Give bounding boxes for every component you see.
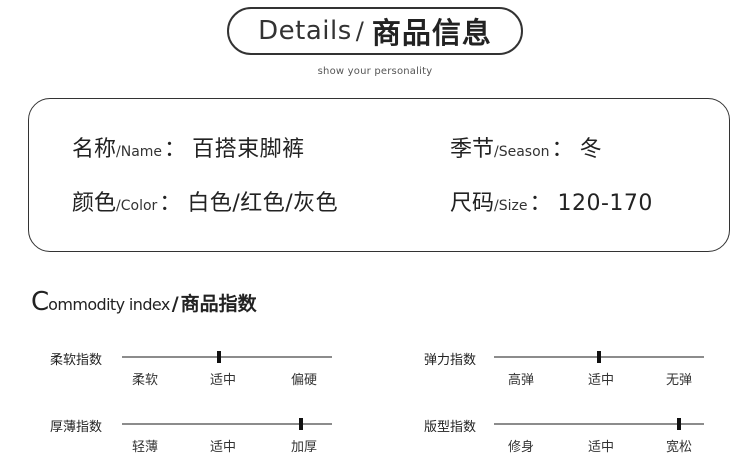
info-name-colon: ： bbox=[164, 137, 187, 162]
section-title-rest: ommodity index bbox=[48, 295, 170, 314]
index-tick: 无弹 bbox=[665, 373, 693, 388]
info-color: 颜色 /Color ： 白色/红色/灰色 bbox=[72, 185, 338, 217]
index-marker-elasticity bbox=[597, 351, 601, 363]
index-track-fit bbox=[494, 423, 704, 425]
title-separator: / bbox=[355, 17, 364, 45]
index-label-softness: 柔软指数 bbox=[50, 353, 103, 368]
index-tick: 柔软 bbox=[131, 373, 159, 388]
section-title-separator: / bbox=[171, 293, 179, 315]
index-tick: 适中 bbox=[209, 440, 237, 455]
info-season-key-en: /Season bbox=[494, 144, 550, 160]
commodity-index-title: Commodity index / 商品指数 bbox=[31, 287, 257, 317]
section-title-english: Commodity index bbox=[31, 287, 170, 317]
index-marker-softness bbox=[216, 351, 221, 363]
info-size-value: 120-170 bbox=[557, 191, 653, 216]
index-label-fit: 版型指数 bbox=[424, 420, 477, 435]
info-season-colon: ： bbox=[551, 137, 574, 162]
info-size-key-en: /Size bbox=[494, 198, 528, 214]
info-size-colon: ： bbox=[529, 191, 552, 216]
info-color-colon: ： bbox=[159, 191, 182, 216]
tagline: show your personality bbox=[317, 66, 433, 77]
title-english: Details bbox=[258, 16, 352, 46]
info-name-value: 百搭束脚裤 bbox=[192, 137, 305, 162]
page-title: Details / 商品信息 bbox=[227, 7, 523, 55]
index-tick: 适中 bbox=[587, 373, 615, 388]
index-marker-fit bbox=[676, 418, 681, 430]
info-color-key-en: /Color bbox=[116, 198, 158, 214]
index-tick: 加厚 bbox=[290, 440, 318, 455]
section-title-chinese: 商品指数 bbox=[180, 293, 257, 315]
index-marker-thickness bbox=[298, 418, 303, 430]
info-name: 名称 /Name ： 百搭束脚裤 bbox=[72, 131, 305, 163]
info-color-key: 颜色 bbox=[72, 191, 117, 216]
info-size-key: 尺码 bbox=[450, 191, 495, 216]
info-season: 季节 /Season ： 冬 bbox=[450, 131, 602, 163]
info-color-value: 白色/红色/灰色 bbox=[187, 191, 339, 216]
info-season-value: 冬 bbox=[579, 137, 603, 162]
index-track-softness bbox=[122, 356, 332, 358]
section-title-initial: C bbox=[31, 287, 49, 317]
info-name-key: 名称 bbox=[72, 137, 117, 162]
index-tick: 适中 bbox=[209, 373, 237, 388]
title-chinese: 商品信息 bbox=[371, 16, 492, 50]
info-name-key-en: /Name bbox=[116, 144, 163, 160]
info-season-key: 季节 bbox=[450, 137, 495, 162]
index-label-elasticity: 弹力指数 bbox=[424, 353, 477, 368]
info-size: 尺码 /Size ： 120-170 bbox=[450, 185, 653, 217]
index-tick: 高弹 bbox=[507, 373, 535, 388]
index-tick: 宽松 bbox=[665, 440, 693, 455]
index-label-thickness: 厚薄指数 bbox=[50, 420, 103, 435]
index-tick: 偏硬 bbox=[290, 373, 318, 388]
index-tick: 修身 bbox=[507, 440, 535, 455]
index-track-thickness bbox=[122, 423, 332, 425]
index-tick: 轻薄 bbox=[131, 440, 159, 455]
product-info-box bbox=[28, 98, 730, 252]
index-tick: 适中 bbox=[587, 440, 615, 455]
